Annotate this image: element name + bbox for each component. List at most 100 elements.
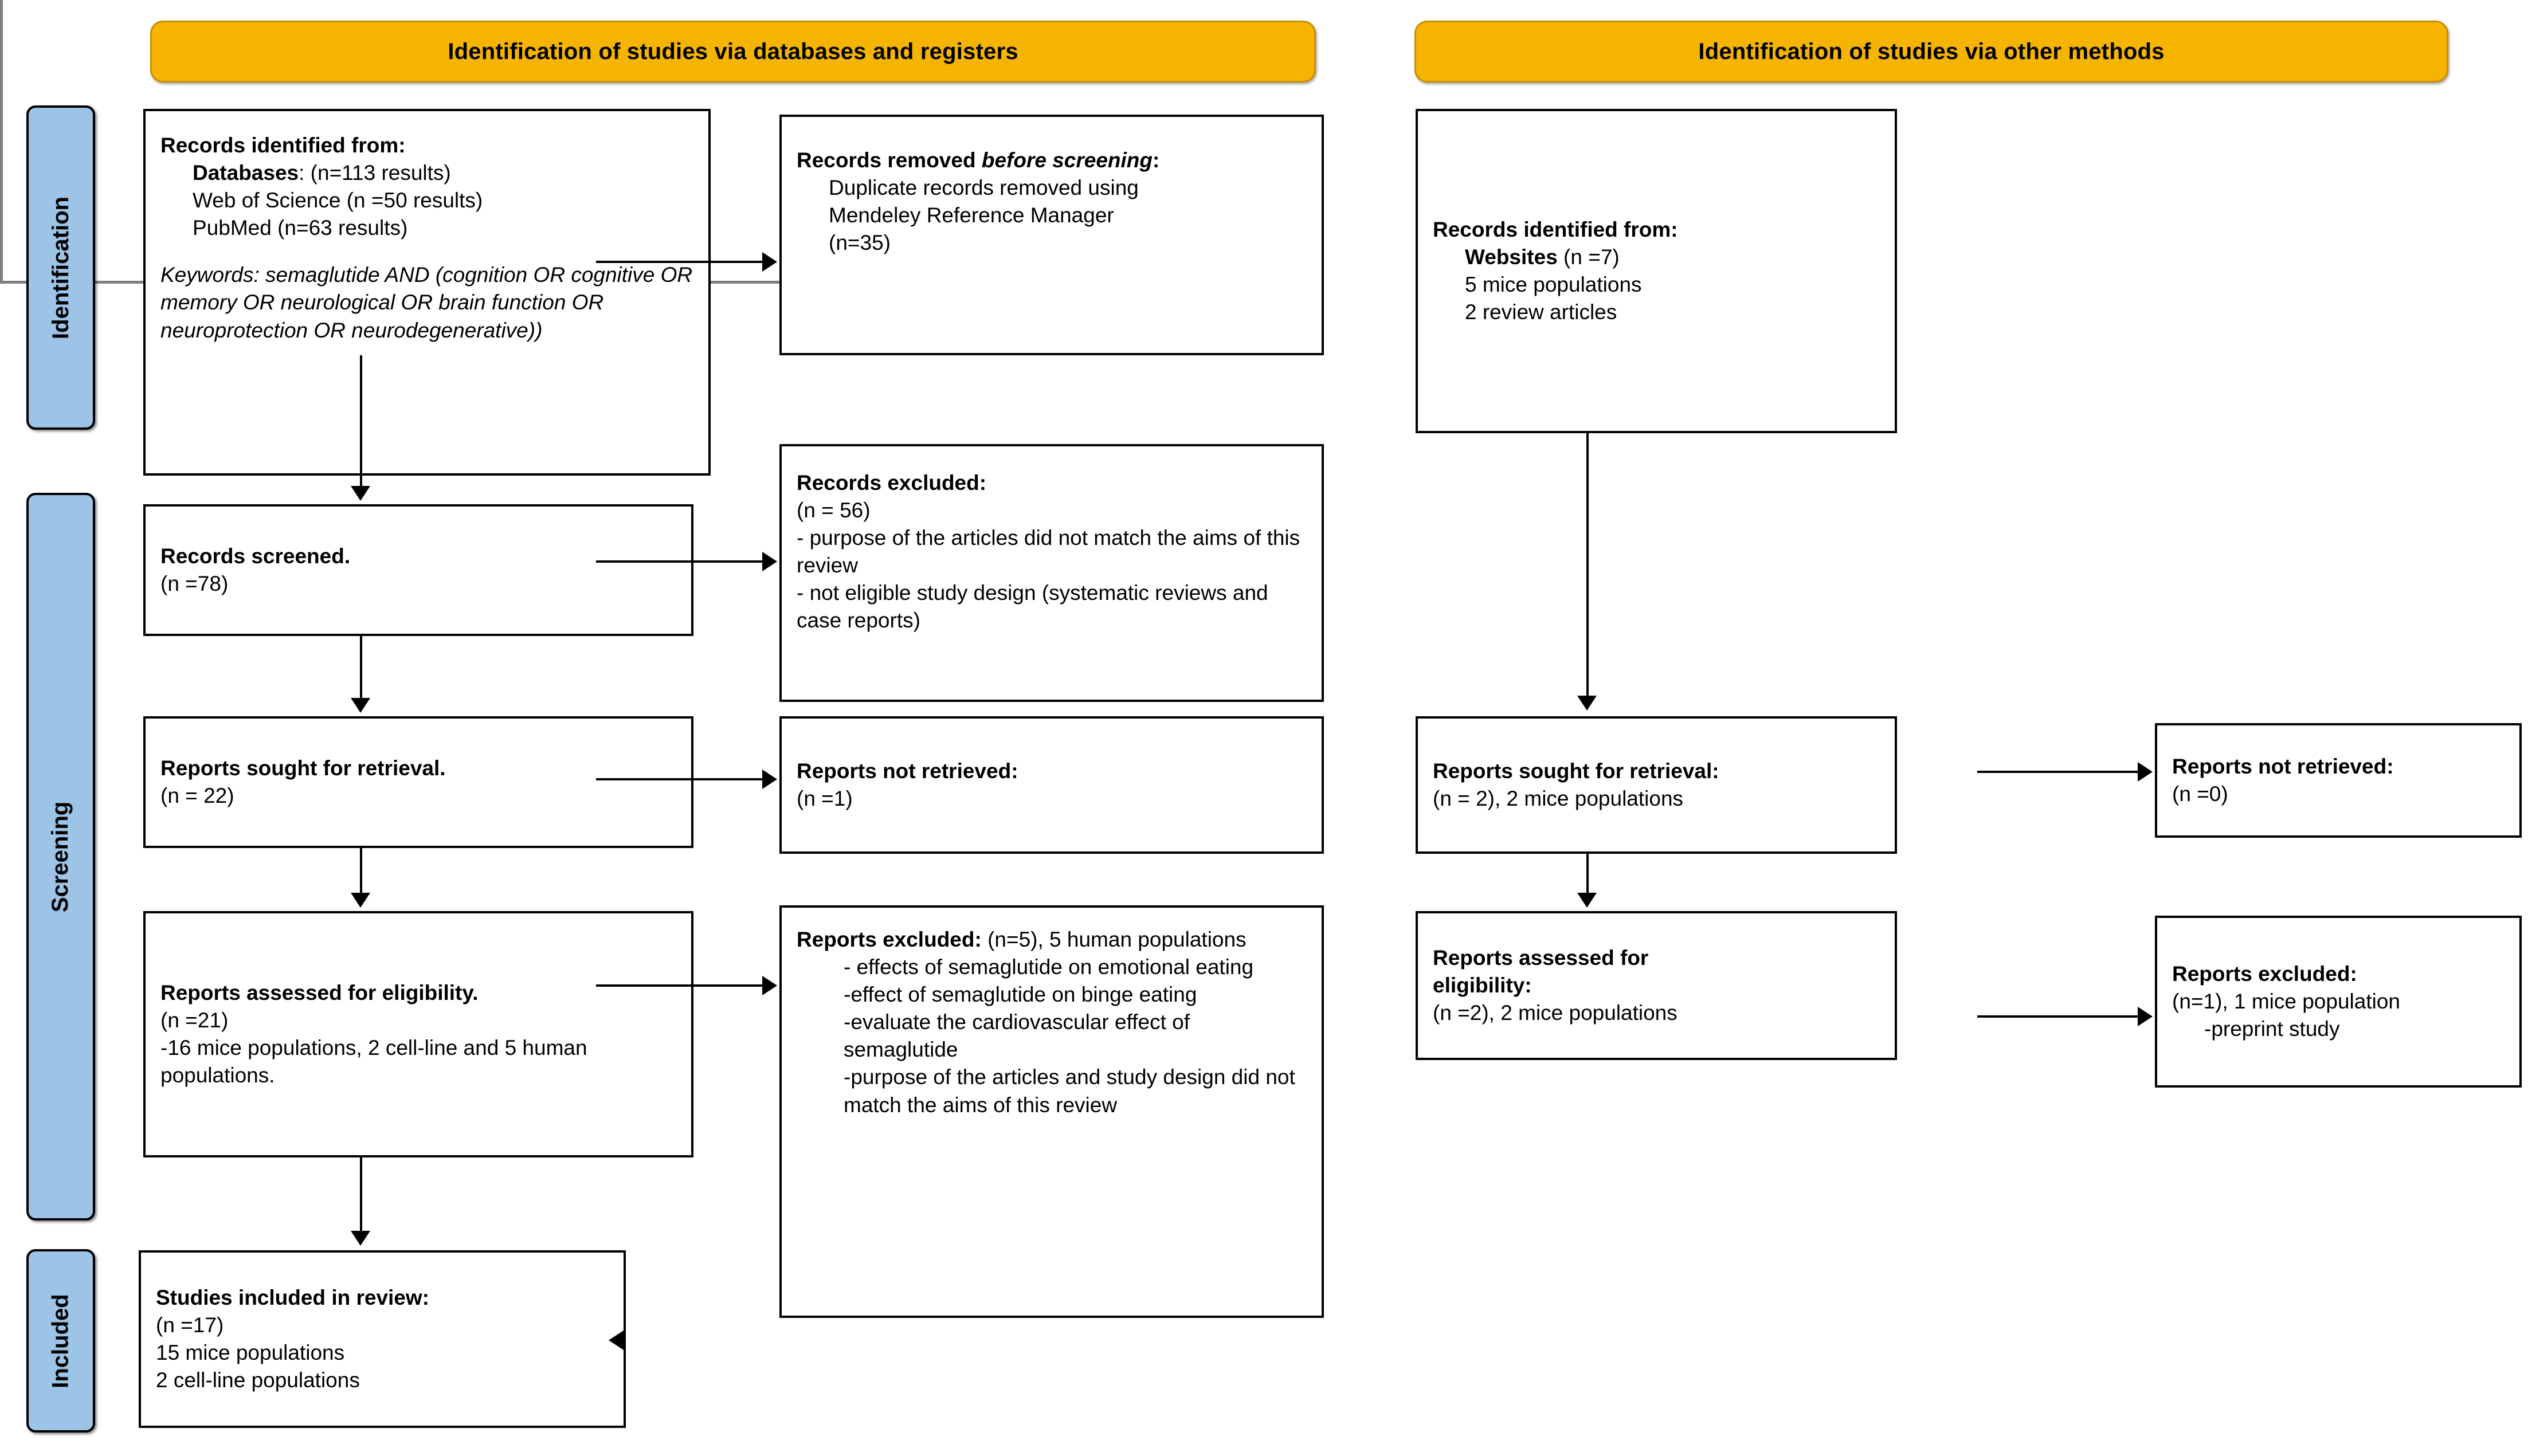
records-screened-title: Records screened. xyxy=(160,544,351,568)
reports-not-retrieved-count: (n =1) xyxy=(797,787,853,810)
arrowhead-sought-right-to-not-retrieved-right xyxy=(2138,762,2153,782)
records-removed-title-c: : xyxy=(1153,148,1160,172)
reports-sought-title: Reports sought for retrieval. xyxy=(160,756,446,780)
connector-assessed-right-to-excluded-right xyxy=(1977,1015,2138,1018)
records-removed-detail-2: Mendeley Reference Manager xyxy=(829,203,1114,227)
databases-value: : (n=113 results) xyxy=(299,161,451,185)
records-removed-title-b: before screening xyxy=(981,148,1153,172)
connector-sought-right-to-assessed-right xyxy=(1586,854,1589,895)
connector-sought-to-assessed xyxy=(360,848,362,895)
box-records-screened: Records screened. (n =78) xyxy=(143,504,693,636)
stage-screening: Screening xyxy=(26,493,95,1220)
reports-assessed-right-title-1: Reports assessed for xyxy=(1433,945,1649,970)
records-removed-detail-3: (n=35) xyxy=(829,231,891,255)
arrowhead-sought-to-assessed xyxy=(351,893,370,908)
reports-excluded-right-detail: -preprint study xyxy=(2204,1017,2340,1041)
reports-sought-right-title: Reports sought for retrieval: xyxy=(1433,759,1719,783)
reports-excluded-reason-4: -purpose of the articles and study desig… xyxy=(844,1065,1295,1117)
records-identified-databases-line: Databases: (n=113 results) xyxy=(160,159,693,187)
websites-line: Websites (n =7) xyxy=(1433,244,1880,271)
arrowhead-to-studies-included xyxy=(609,1331,624,1350)
websites-detail-1: 5 mice populations xyxy=(1465,273,1642,296)
reports-not-retrieved-right-count: (n =0) xyxy=(2172,782,2228,806)
arrowhead-identified-to-screened xyxy=(351,486,370,501)
reports-excluded-title: Reports excluded: xyxy=(797,928,982,951)
reports-excluded-reason-2: -effect of semaglutide on binge eating xyxy=(844,983,1197,1007)
box-reports-assessed-eligibility-right: Reports assessed for eligibility: (n =2)… xyxy=(1416,911,1897,1060)
records-excluded-reason-1: - purpose of the articles did not match … xyxy=(797,526,1300,578)
banner-databases-registers-label: Identification of studies via databases … xyxy=(448,38,1018,64)
reports-not-retrieved-right-title: Reports not retrieved: xyxy=(2172,754,2394,778)
connector-assessed-to-excluded xyxy=(596,984,762,987)
reports-assessed-title: Reports assessed for eligibility. xyxy=(160,980,479,1004)
box-reports-excluded-left: Reports excluded: (n=5), 5 human populat… xyxy=(779,905,1324,1318)
websites-label: Websites xyxy=(1465,245,1558,269)
websites-value: (n =7) xyxy=(1557,245,1620,269)
box-reports-excluded-right: Reports excluded: (n=1), 1 mice populati… xyxy=(2155,916,2522,1088)
arrowhead-screened-to-excluded xyxy=(762,552,777,571)
studies-included-detail-1: 15 mice populations xyxy=(156,1341,345,1364)
stage-included: Included xyxy=(26,1249,95,1433)
box-records-identified-websites: Records identified from: Websites (n =7)… xyxy=(1416,109,1897,433)
banner-other-methods: Identification of studies via other meth… xyxy=(1414,21,2448,83)
connector-screened-to-excluded xyxy=(596,560,762,563)
box-studies-included: Studies included in review: (n =17) 15 m… xyxy=(139,1250,626,1428)
records-identified-keywords: Keywords: semaglutide AND (cognition OR … xyxy=(160,263,693,342)
arrowhead-sought-to-not-retrieved xyxy=(762,770,777,789)
records-identified-title: Records identified from: xyxy=(160,134,406,157)
box-records-excluded: Records excluded: (n = 56) - purpose of … xyxy=(779,444,1324,702)
records-screened-count: (n =78) xyxy=(160,572,229,595)
reports-excluded-reason-3: -evaluate the cardiovascular effect of s… xyxy=(844,1010,1190,1062)
reports-excluded-right-count: (n=1), 1 mice population xyxy=(2172,989,2400,1013)
reports-assessed-detail: -16 mice populations, 2 cell-line and 5 … xyxy=(160,1036,587,1088)
connector-assessed-right-to-included-vertical xyxy=(0,0,3,281)
stage-included-label: Included xyxy=(48,1293,73,1388)
connector-identified-to-removed xyxy=(596,261,762,263)
records-removed-title-a: Records removed xyxy=(797,148,982,172)
arrowhead-assessed-to-excluded xyxy=(762,976,777,995)
box-records-removed-before-screening: Records removed before screening: Duplic… xyxy=(779,115,1324,355)
stage-identification-label: Identification xyxy=(48,196,73,339)
reports-sought-count: (n = 22) xyxy=(160,784,234,807)
connector-websites-to-sought-right xyxy=(1586,433,1589,698)
reports-excluded-reason-1: - effects of semaglutide on emotional ea… xyxy=(844,955,1254,979)
reports-assessed-right-title-2: eligibility: xyxy=(1433,973,1532,997)
reports-sought-right-count: (n = 2), 2 mice populations xyxy=(1433,787,1684,810)
connector-identified-to-screened xyxy=(360,355,362,487)
records-excluded-reason-2: - not eligible study design (systematic … xyxy=(797,581,1268,633)
connector-screened-to-sought xyxy=(360,636,362,700)
arrowhead-sought-right-to-assessed-right xyxy=(1577,893,1597,908)
websites-identified-title: Records identified from: xyxy=(1433,217,1678,241)
records-removed-detail-1: Duplicate records removed using xyxy=(829,176,1139,200)
records-excluded-title: Records excluded: xyxy=(797,471,987,495)
reports-assessed-count: (n =21) xyxy=(160,1008,229,1032)
records-removed-title: Records removed before screening: xyxy=(797,147,1307,174)
reports-excluded-right-title: Reports excluded: xyxy=(2172,961,2357,986)
studies-included-title: Studies included in review: xyxy=(156,1285,429,1309)
arrowhead-identified-to-removed xyxy=(762,252,777,272)
reports-excluded-count: (n=5), 5 human populations xyxy=(981,928,1247,951)
spacer xyxy=(160,242,693,261)
box-reports-sought-retrieval-right: Reports sought for retrieval: (n = 2), 2… xyxy=(1416,716,1897,854)
records-identified-wos-line: Web of Science (n =50 results) xyxy=(193,189,483,213)
connector-assessed-to-included xyxy=(360,1157,362,1233)
arrowhead-websites-to-sought-right xyxy=(1577,696,1597,711)
arrowhead-assessed-to-included xyxy=(351,1231,370,1246)
stage-identification: Identification xyxy=(26,105,95,430)
reports-excluded-header: Reports excluded: (n=5), 5 human populat… xyxy=(797,926,1307,953)
reports-assessed-right-count: (n =2), 2 mice populations xyxy=(1433,1001,1678,1025)
studies-included-detail-2: 2 cell-line populations xyxy=(156,1368,360,1392)
box-reports-not-retrieved-left: Reports not retrieved: (n =1) xyxy=(779,716,1324,854)
connector-sought-to-not-retrieved xyxy=(596,778,762,780)
banner-databases-registers: Identification of studies via databases … xyxy=(150,21,1316,83)
records-excluded-count: (n = 56) xyxy=(797,499,871,523)
studies-included-count: (n =17) xyxy=(156,1313,224,1337)
connector-sought-right-to-not-retrieved-right xyxy=(1977,771,2138,773)
databases-label: Databases xyxy=(193,161,299,185)
arrowhead-assessed-right-to-excluded-right xyxy=(2138,1007,2153,1026)
box-records-identified-databases: Records identified from: Databases: (n=1… xyxy=(143,109,711,476)
arrowhead-screened-to-sought xyxy=(351,698,370,713)
banner-other-methods-label: Identification of studies via other meth… xyxy=(1698,38,2165,64)
box-reports-sought-retrieval-left: Reports sought for retrieval. (n = 22) xyxy=(143,716,693,848)
